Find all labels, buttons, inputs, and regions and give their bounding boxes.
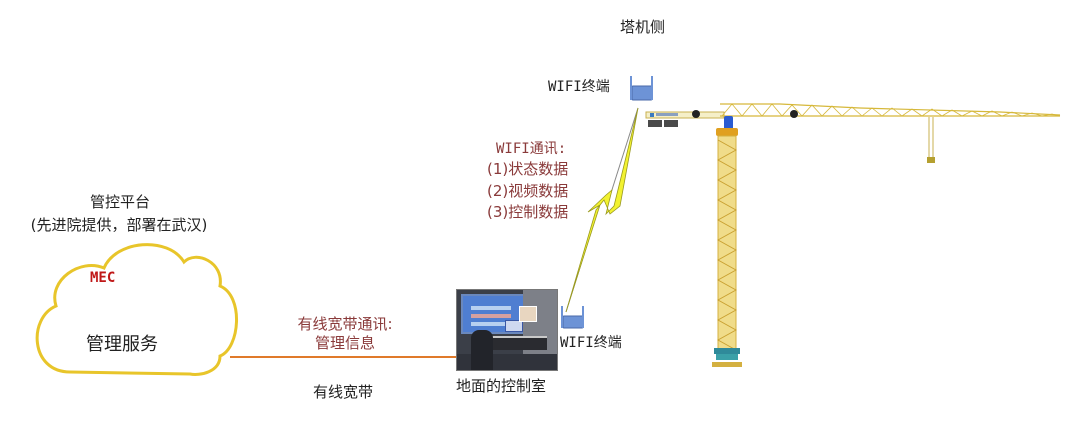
mec-tag: MEC [90,270,116,286]
platform-subtitle: (先进院提供，部署在武汉) [30,216,208,234]
wired-medium-label: 有线宽带 [313,383,374,401]
cloud-label: 管理服务 [86,334,158,355]
wifi-link-line-upper [609,107,639,197]
crane-wifi-label: WIFI终端 [548,79,610,95]
wifi-comm-item-1: (1)状态数据 [487,160,569,178]
cloud-shape [35,243,238,376]
wifi-comm-item-2: (2)视频数据 [487,182,569,200]
wifi-comm-title: WIFI通讯: [496,141,567,157]
ground-router-icon [561,306,584,329]
ground-wifi-label: WIFI终端 [560,335,622,351]
crane-side-title: 塔机侧 [620,18,666,36]
control-room-photo [456,289,558,371]
wired-comm-title: 有线宽带通讯: [297,315,393,333]
platform-title: 管控平台 [89,193,150,211]
wifi-comm-item-3: (3)控制数据 [487,203,569,221]
tower-crane [645,103,1061,367]
crane-router-icon [630,76,653,101]
lightning-icon [565,107,639,313]
operator-figure [471,330,493,370]
wired-comm-content: 管理信息 [314,334,375,352]
control-room-label: 地面的控制室 [456,377,547,395]
